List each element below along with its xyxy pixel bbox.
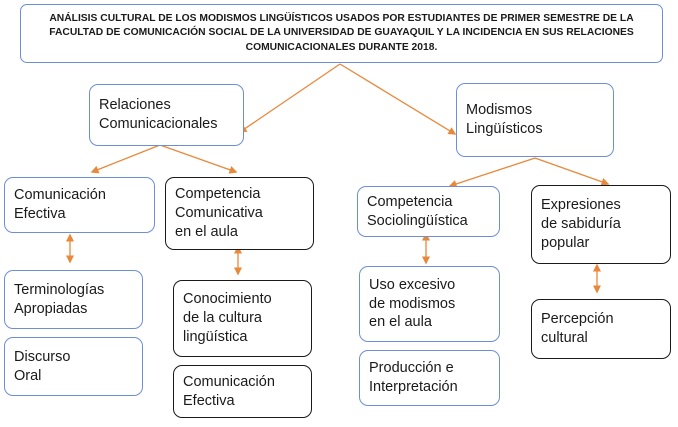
comunicacion-efectiva-2-node: Comunicación Efectiva	[173, 365, 312, 418]
produccion-interpretacion-node: Producción e Interpretación	[359, 350, 500, 406]
competencia-sociolinguistica-node: Competencia Sociolingüística	[357, 186, 500, 237]
arrow-title-to-modismos	[339, 63, 457, 135]
arrow-relaciones-to-comunicacion	[90, 144, 161, 174]
percepcion-cultural-node: Percepción cultural	[531, 299, 671, 359]
terminologias-apropiadas-node: Terminologías Apropiadas	[4, 270, 143, 329]
relaciones-comunicacionales-node: Relaciones Comunicacionales	[89, 84, 244, 146]
arrow-modismos-to-expresiones	[534, 157, 610, 186]
arrow-modismos-to-sociolinguistica	[448, 157, 536, 188]
expresiones-sabiduria-node: Expresiones de sabiduría popular	[531, 185, 671, 264]
competencia-comunicativa-node: Competencia Comunicativa en el aula	[165, 177, 314, 250]
comunicacion-efectiva-node: Comunicación Efectiva	[4, 177, 155, 233]
uso-excesivo-node: Uso excesivo de modismos en el aula	[359, 266, 500, 342]
discurso-oral-node: Discurso Oral	[4, 337, 143, 396]
conocimiento-cultura-node: Conocimiento de la cultura lingüística	[173, 280, 312, 357]
modismos-linguisticos-node: Modismos Lingüísticos	[456, 83, 614, 157]
arrow-title-to-relaciones	[238, 63, 341, 133]
title-node: ANÁLISIS CULTURAL DE LOS MODISMOS LINGÜÍ…	[20, 4, 663, 63]
arrow-relaciones-to-competencia	[159, 144, 238, 174]
